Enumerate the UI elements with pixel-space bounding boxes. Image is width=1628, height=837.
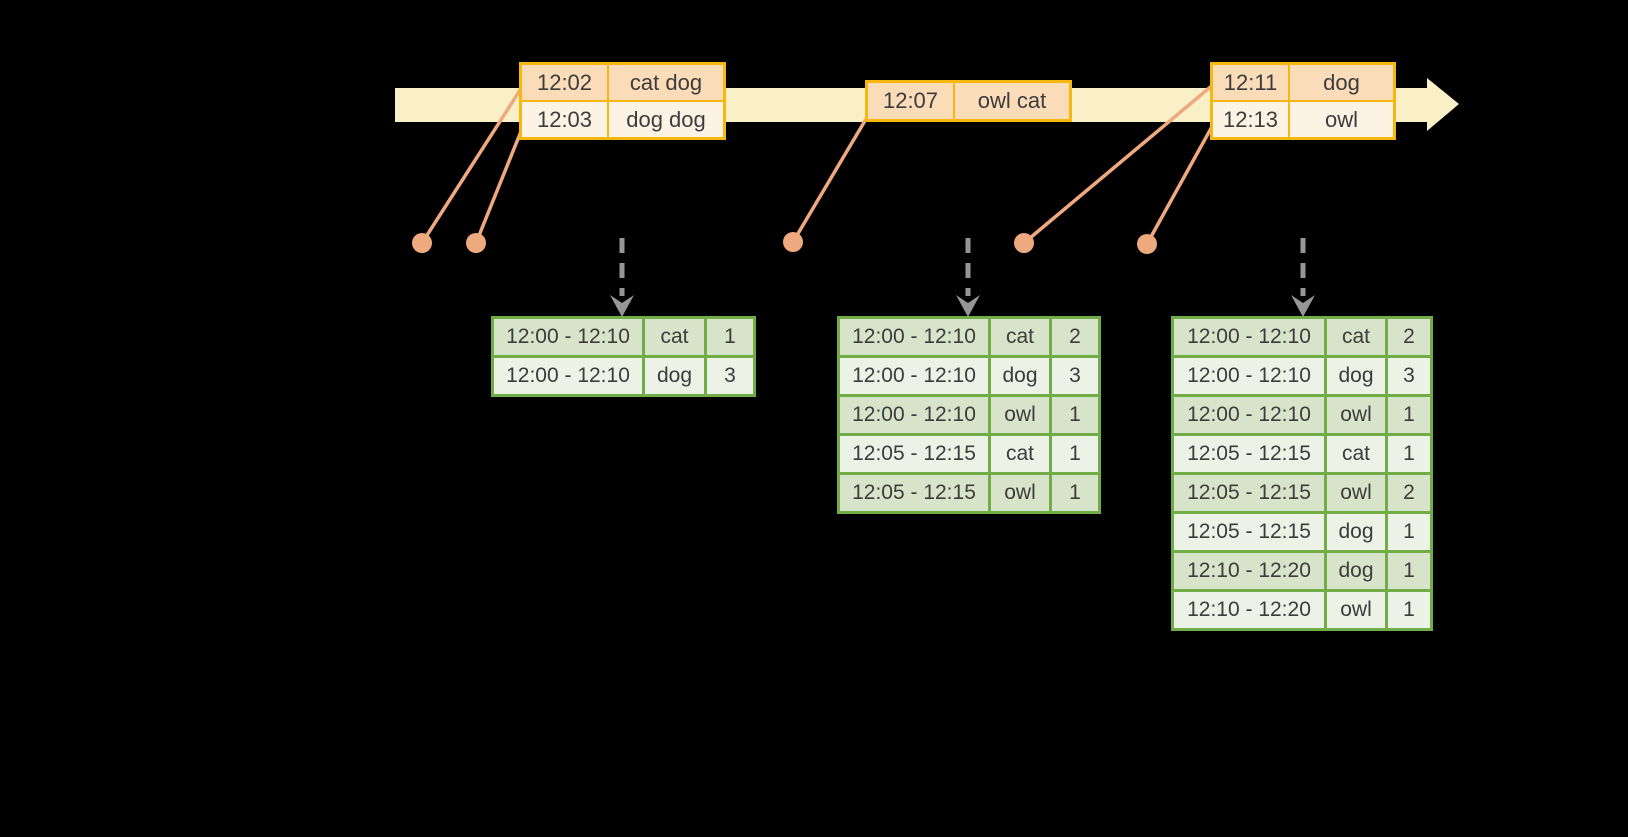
event-dots: [412, 232, 1157, 254]
time-cell: 12:02: [522, 65, 607, 100]
words-cell: dog: [1290, 65, 1393, 100]
window-cell: 12:00 - 12:10: [494, 319, 642, 355]
event-dot: [1137, 234, 1157, 254]
time-cell: 12:13: [1213, 102, 1288, 137]
words-cell: dog dog: [609, 102, 723, 137]
event-dot: [1014, 233, 1034, 253]
connector-line: [791, 113, 871, 243]
words-cell: owl: [1290, 102, 1393, 137]
count-cell: 1: [1388, 436, 1430, 472]
words-cell: owl cat: [955, 83, 1069, 119]
connector-lines: [420, 82, 1216, 245]
count-cell: 3: [1052, 358, 1098, 394]
word-cell: cat: [1327, 436, 1385, 472]
window-cell: 12:00 - 12:10: [840, 319, 988, 355]
word-cell: cat: [1327, 319, 1385, 355]
window-cell: 12:00 - 12:10: [840, 397, 988, 433]
count-cell: 1: [1388, 397, 1430, 433]
window-cell: 12:05 - 12:15: [840, 436, 988, 472]
count-cell: 3: [1388, 358, 1430, 394]
word-cell: cat: [991, 436, 1049, 472]
time-cell: 12:11: [1213, 65, 1288, 100]
window-cell: 12:00 - 12:10: [494, 358, 642, 394]
window-cell: 12:00 - 12:10: [1174, 358, 1324, 394]
count-cell: 2: [1388, 475, 1430, 511]
connector-line: [1145, 122, 1216, 245]
window-cell: 12:05 - 12:15: [1174, 436, 1324, 472]
event-dot: [412, 233, 432, 253]
count-cell: 2: [1388, 319, 1430, 355]
trigger-arrow-icon: [956, 238, 980, 317]
trigger-arrow-icon: [1291, 238, 1315, 317]
count-cell: 1: [1052, 397, 1098, 433]
window-cell: 12:10 - 12:20: [1174, 592, 1324, 628]
connector-line: [420, 83, 526, 244]
window-cell: 12:05 - 12:15: [1174, 514, 1324, 550]
count-cell: 1: [707, 319, 753, 355]
word-cell: cat: [991, 319, 1049, 355]
word-cell: owl: [1327, 475, 1385, 511]
event-dot: [466, 233, 486, 253]
words-cell: cat dog: [609, 65, 723, 100]
word-cell: dog: [1327, 553, 1385, 589]
word-cell: dog: [991, 358, 1049, 394]
count-cell: 1: [1052, 436, 1098, 472]
count-cell: 1: [1388, 553, 1430, 589]
connector-line: [474, 123, 526, 244]
time-cell: 12:07: [868, 83, 953, 119]
word-cell: dog: [645, 358, 704, 394]
window-cell: 12:00 - 12:10: [1174, 397, 1324, 433]
word-cell: owl: [991, 397, 1049, 433]
word-cell: dog: [1327, 514, 1385, 550]
event-dot: [783, 232, 803, 252]
time-cell: 12:03: [522, 102, 607, 137]
window-cell: 12:00 - 12:10: [1174, 319, 1324, 355]
count-cell: 1: [1388, 592, 1430, 628]
word-cell: owl: [1327, 592, 1385, 628]
count-cell: 1: [1052, 475, 1098, 511]
window-cell: 12:05 - 12:15: [840, 475, 988, 511]
trigger-arrows: [610, 238, 1315, 317]
count-cell: 1: [1388, 514, 1430, 550]
window-cell: 12:05 - 12:15: [1174, 475, 1324, 511]
window-cell: 12:10 - 12:20: [1174, 553, 1324, 589]
word-cell: dog: [1327, 358, 1385, 394]
word-cell: owl: [991, 475, 1049, 511]
window-cell: 12:00 - 12:10: [840, 358, 988, 394]
word-cell: cat: [645, 319, 704, 355]
count-cell: 3: [707, 358, 753, 394]
connector-line: [1022, 82, 1216, 245]
count-cell: 2: [1052, 319, 1098, 355]
trigger-arrow-icon: [610, 238, 634, 317]
word-cell: owl: [1327, 397, 1385, 433]
